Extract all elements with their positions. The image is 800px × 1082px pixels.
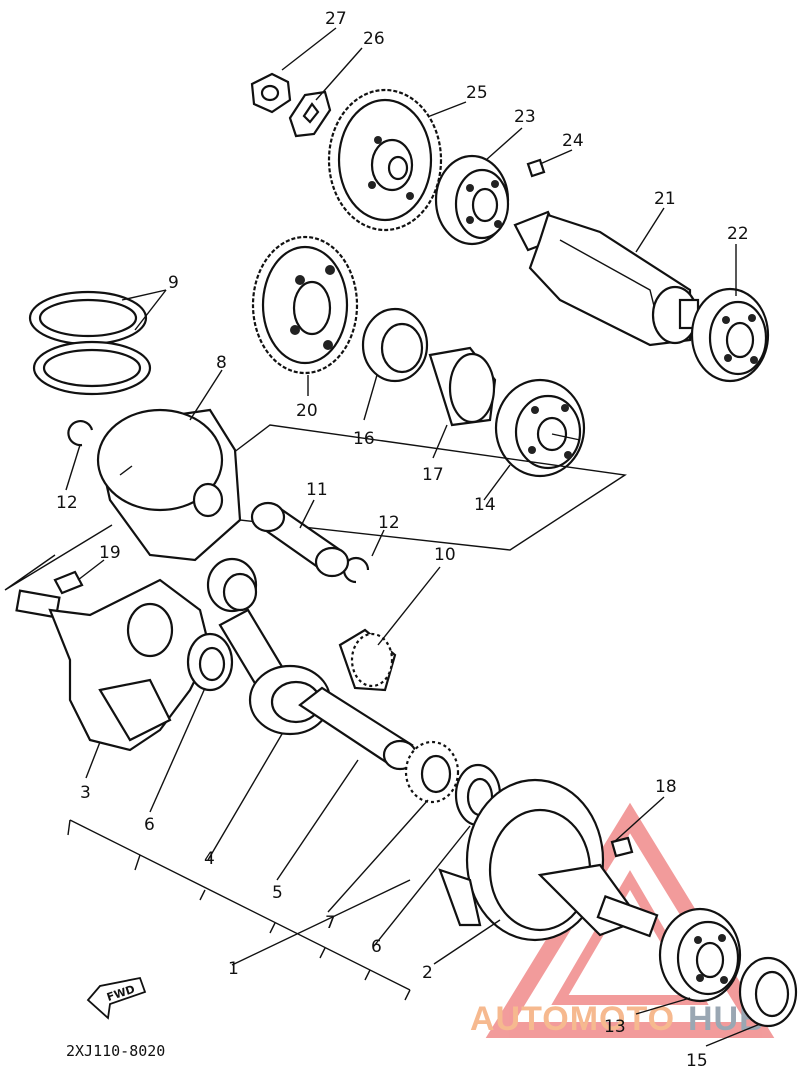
label-6-left: 6 (144, 815, 155, 835)
watermark-text-main: AUTOMOTO (470, 1000, 675, 1038)
group-bracket-lower (4, 524, 113, 591)
part-15-oil-seal (738, 956, 798, 1028)
part-26-lock-washer (288, 90, 332, 138)
label-8: 8 (216, 353, 227, 373)
label-22: 22 (727, 224, 749, 244)
part-2-crank-right (438, 778, 659, 942)
part-13-bearing (658, 907, 742, 1003)
label-9: 9 (168, 273, 179, 293)
part-7-needle-bearing (404, 740, 460, 804)
part-8-piston (96, 408, 242, 562)
label-5: 5 (272, 883, 283, 903)
part-19-key (53, 570, 84, 595)
drawing-code: 2XJ110-8020 (66, 1042, 165, 1060)
part-6-washer-left (186, 632, 234, 692)
label-15: 15 (686, 1051, 708, 1071)
label-3: 3 (80, 783, 91, 803)
part-9-piston-rings (28, 290, 152, 396)
part-24-key (526, 158, 546, 178)
label-26: 26 (363, 29, 385, 49)
part-3-crank-left (15, 578, 212, 752)
label-6-right: 6 (371, 937, 382, 957)
label-21: 21 (654, 189, 676, 209)
label-27: 27 (325, 9, 347, 29)
label-25: 25 (466, 83, 488, 103)
label-7: 7 (325, 913, 336, 933)
label-1: 1 (228, 959, 239, 979)
leader-lines (65, 27, 761, 1047)
group-bracket-upper (221, 424, 627, 551)
fwd-arrow-icon: FWD (86, 976, 147, 1020)
label-11: 11 (306, 480, 328, 500)
label-14: 14 (474, 495, 496, 515)
part-10-needle-bearing (338, 628, 397, 692)
label-24: 24 (562, 131, 584, 151)
part-11-piston-pin (250, 501, 350, 578)
part-21-balancer-shaft (513, 210, 700, 347)
label-2: 2 (422, 963, 433, 983)
part-27-nut (250, 72, 292, 114)
part-16-collar (361, 307, 429, 383)
part-25-gear (327, 88, 443, 232)
label-12-left: 12 (56, 493, 78, 513)
label-16: 16 (353, 429, 375, 449)
part-20-gear (251, 235, 359, 375)
part-12-circlip-left (67, 420, 94, 447)
part-17-bearing-sleeve (428, 346, 497, 427)
part-23-bearing (434, 154, 510, 246)
label-12-right: 12 (378, 513, 400, 533)
label-18: 18 (655, 777, 677, 797)
part-22-bearing (690, 287, 770, 383)
part-labels: 27 26 25 23 24 21 22 9 8 20 16 17 14 12 … (56, 9, 749, 1071)
label-23: 23 (514, 107, 536, 127)
label-4: 4 (204, 849, 215, 869)
part-14-bearing (494, 378, 586, 478)
label-10: 10 (434, 545, 456, 565)
label-13: 13 (604, 1017, 626, 1037)
label-17: 17 (422, 465, 444, 485)
part-4-connecting-rod (206, 557, 332, 736)
label-20: 20 (296, 401, 318, 421)
label-19: 19 (99, 543, 121, 563)
part-5-crank-pin (298, 686, 418, 771)
part-18-key (610, 836, 634, 858)
